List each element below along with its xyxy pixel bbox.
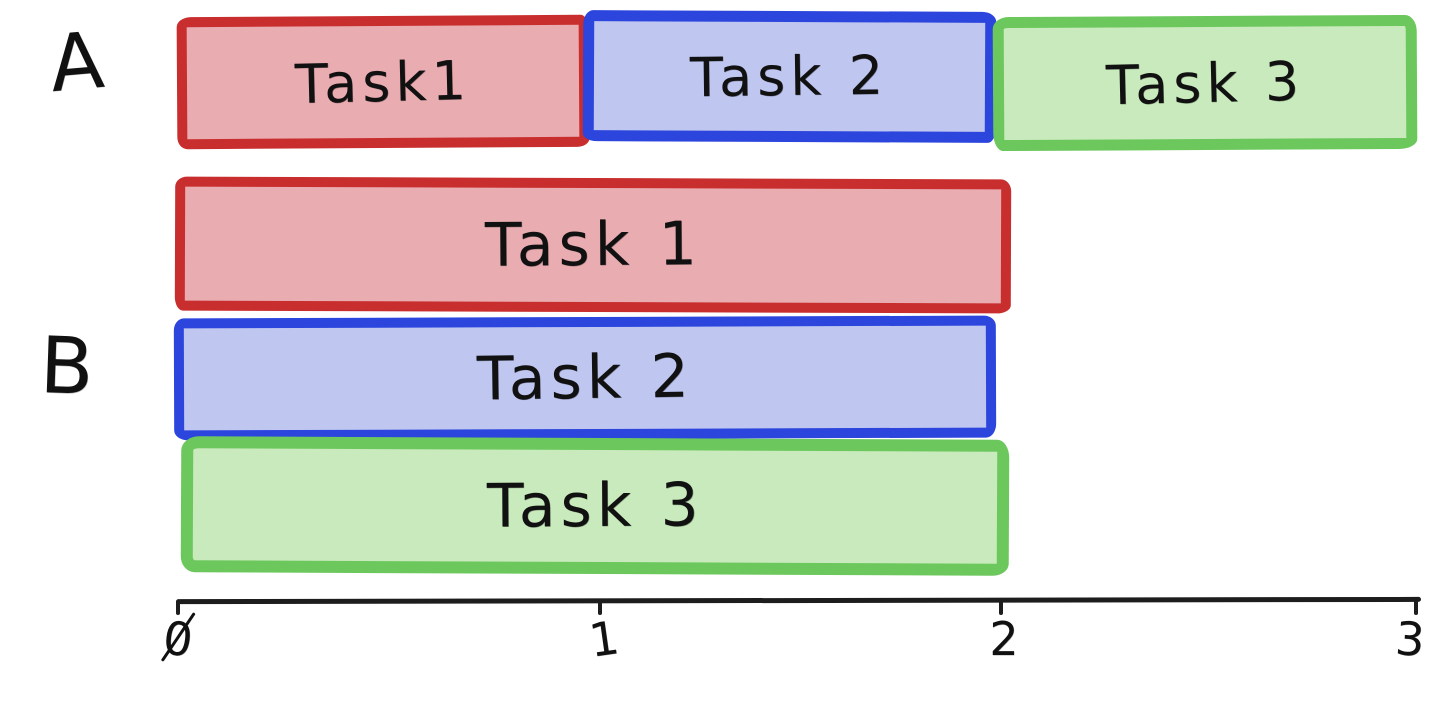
bar-a-task3-label: Task 3	[1105, 49, 1305, 117]
bar-b-task3: Task 3	[180, 436, 1010, 576]
bar-a-task2-label: Task 2	[690, 43, 889, 110]
bar-b-task3-label: Task 3	[486, 470, 704, 542]
x-axis-tick-0	[176, 600, 180, 615]
row-label-a: A	[46, 15, 108, 111]
bar-b-task1: Task 1	[174, 176, 1012, 314]
row-label-b: B	[38, 321, 96, 413]
bar-b-task1-label: Task 1	[484, 209, 702, 281]
x-axis-tick-label-0: 0	[143, 608, 213, 669]
x-axis-tick-1	[598, 600, 602, 615]
x-axis-tick-label-3: 3	[1393, 611, 1427, 667]
bar-b-task2-label: Task 2	[476, 341, 694, 415]
x-axis-tick-label-2: 2	[989, 612, 1019, 666]
x-axis-tick-3	[1414, 600, 1418, 615]
bar-a-task1-label: Task1	[294, 48, 472, 116]
bar-a-task3: Task 3	[992, 14, 1418, 152]
x-axis-line	[175, 596, 1422, 605]
bar-a-task1: Task1	[176, 14, 590, 150]
bar-a-task2: Task 2	[582, 10, 997, 143]
x-axis-tick-label-1: 1	[585, 610, 623, 668]
bar-b-task2: Task 2	[173, 315, 997, 441]
x-axis-tick-2	[999, 600, 1003, 615]
